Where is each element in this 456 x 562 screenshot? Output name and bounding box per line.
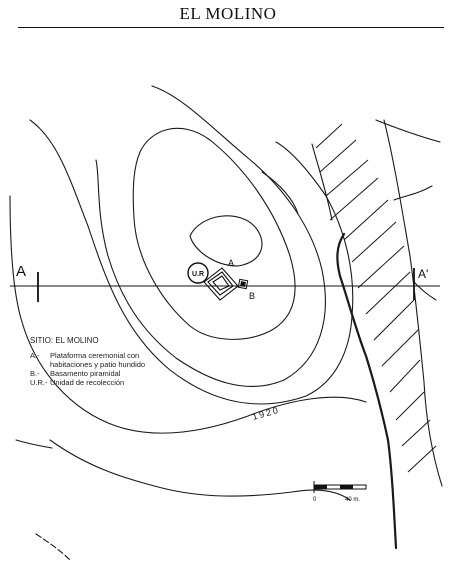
collection-unit-label: U.R: [192, 271, 204, 278]
ceremonial-platform: [203, 267, 239, 301]
feature-b-label: B: [249, 291, 255, 301]
legend-key: B.-: [30, 369, 40, 378]
legend-item: B.- Basamento piramidal: [30, 369, 160, 378]
contour-elevation-label: 1920: [251, 405, 281, 422]
hatch-zone-left-edge: [311, 143, 333, 221]
legend-text: Plataforma ceremonial con habitaciones y…: [50, 351, 146, 369]
contour-line-2: [132, 127, 296, 340]
legend-key: U.R.-: [30, 378, 48, 387]
section-end-label: A': [418, 267, 428, 281]
river: [336, 232, 398, 550]
legend-item: A.- Plataforma ceremonial con habitacion…: [30, 351, 160, 369]
stream-right: [413, 281, 437, 301]
contour-line-4: [29, 119, 354, 405]
contour-fragment-bottom-left: [35, 533, 71, 561]
contour-line-7: [261, 171, 299, 215]
hatch-lines: [315, 123, 437, 473]
scale-bar: [313, 481, 367, 493]
contour-line-6: [49, 439, 351, 501]
legend-item: U.R.- Unidad de recolección: [30, 378, 160, 387]
collection-unit-circle: [187, 262, 209, 284]
hatch-zone-right-edge: [383, 119, 443, 487]
pyramidal-base: [237, 278, 249, 290]
contour-line-3: [95, 85, 326, 387]
map-title: EL MOLINO: [179, 4, 277, 23]
legend-text: Basamento piramidal: [50, 369, 121, 378]
scale-start-label: 0: [313, 497, 317, 503]
contour-fragment-top: [375, 119, 441, 143]
contour-line-1: [189, 215, 263, 267]
section-start-label: A: [16, 263, 26, 280]
legend-text: Unidad de recolección: [50, 378, 125, 387]
map-legend: SITIO: EL MOLINO A.- Plataforma ceremoni…: [30, 336, 160, 387]
feature-a-label: A: [228, 258, 234, 268]
stream-upper: [393, 185, 433, 201]
contour-line-5: [9, 195, 367, 434]
legend-key: A.-: [30, 351, 40, 360]
scale-end-label: 40 m.: [345, 497, 360, 503]
contour-fragment-left: [15, 439, 53, 449]
legend-site-name: SITIO: EL MOLINO: [30, 336, 99, 345]
title-rule: [18, 27, 444, 28]
